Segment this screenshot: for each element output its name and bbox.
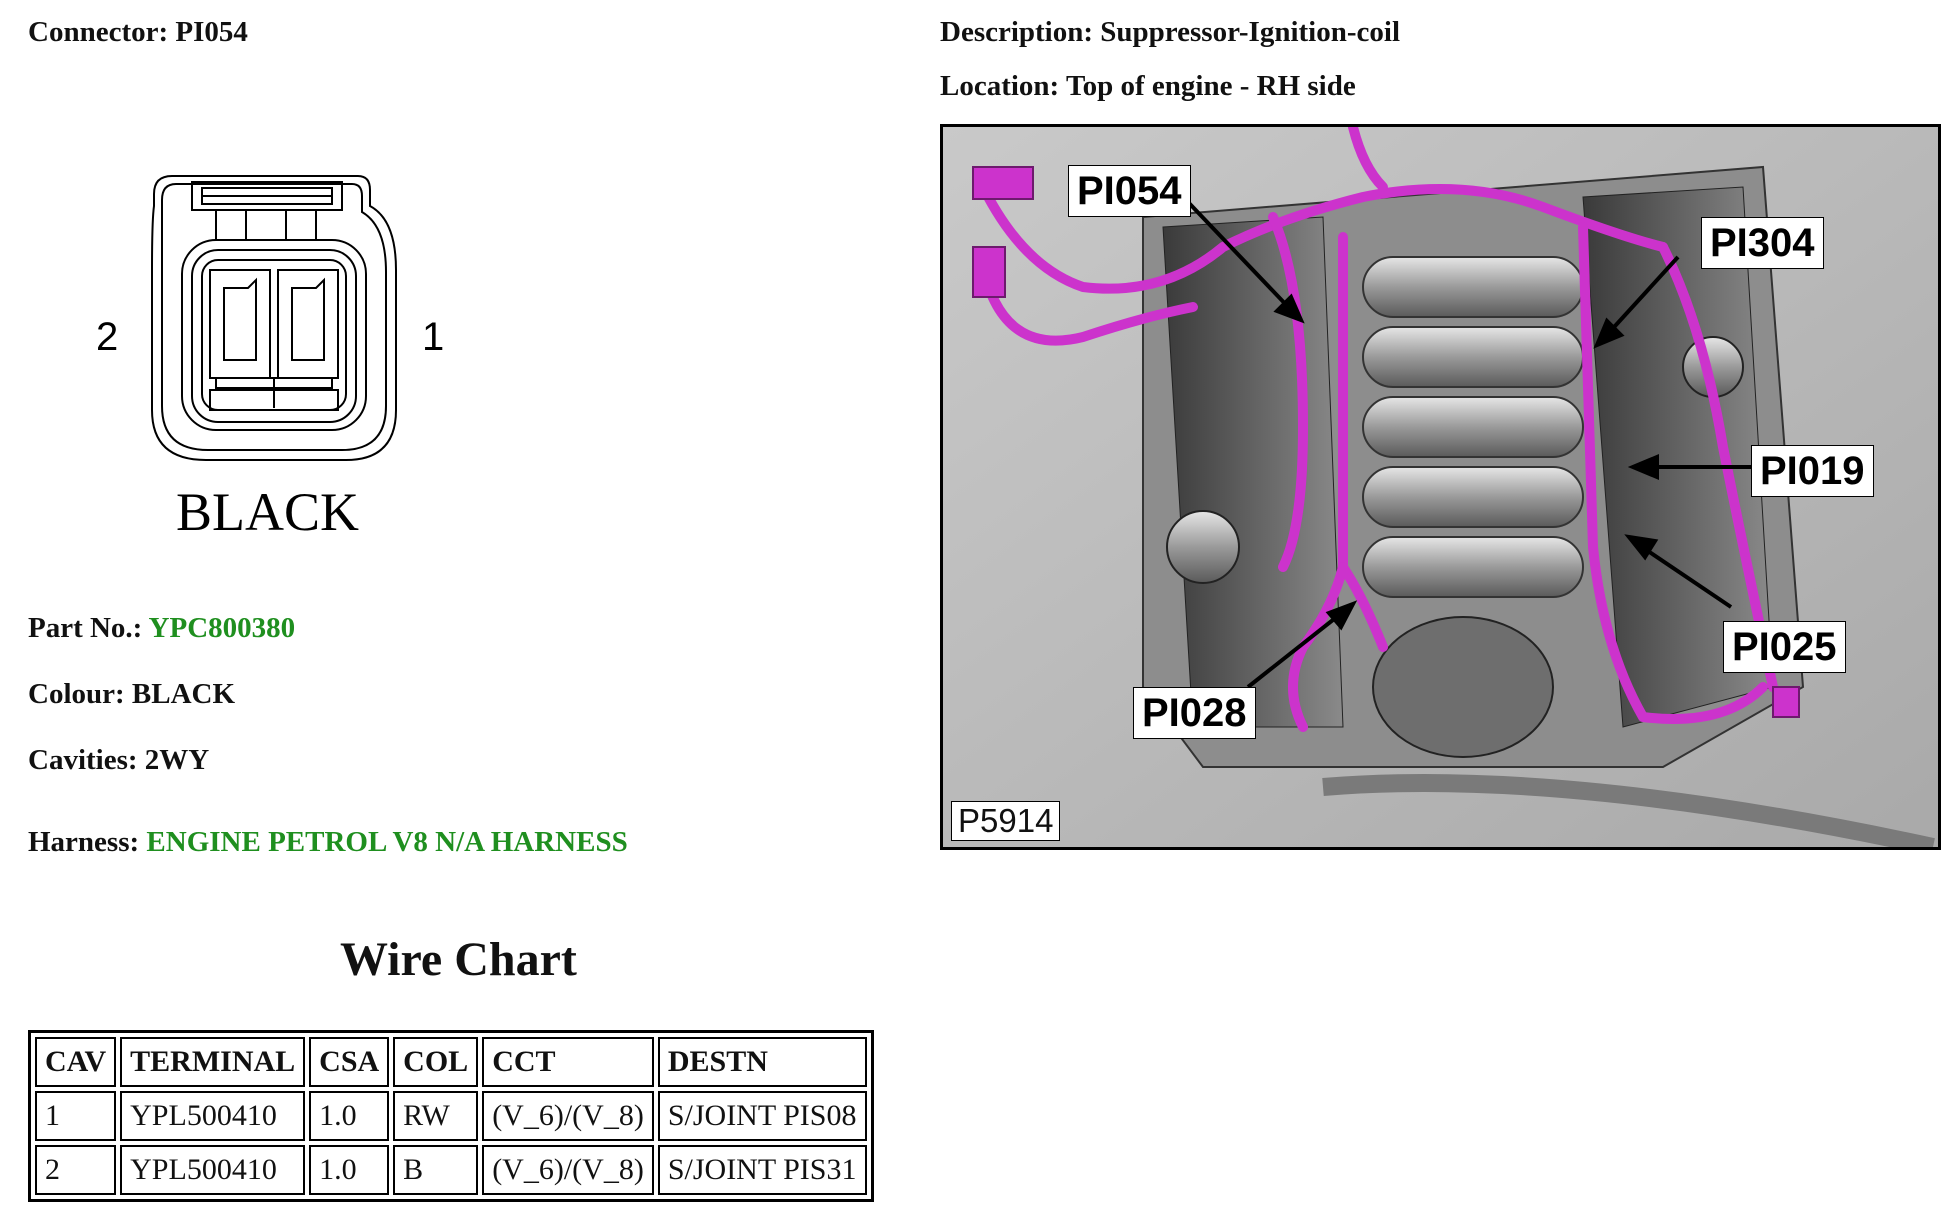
- table-cell: 1: [35, 1091, 117, 1141]
- engine-illustration: [943, 127, 1938, 847]
- column-header: TERMINAL: [120, 1037, 306, 1087]
- column-header: CCT: [482, 1037, 654, 1087]
- wire-chart-table: CAV TERMINAL CSA COL CCT DESTN 1 YPL5004…: [28, 1030, 874, 1202]
- cavities-value: 2WY: [144, 744, 210, 776]
- connector-face-diagram: 2 1 BLACK: [96, 175, 444, 542]
- table-cell: (V_6)/(V_8): [482, 1145, 654, 1195]
- location-value: Top of engine - RH side: [1065, 70, 1356, 102]
- table-cell: RW: [393, 1091, 479, 1141]
- table-cell: 2: [35, 1145, 117, 1195]
- cavities-row: Cavities: 2WY: [28, 744, 209, 777]
- callout-pi028: PI028: [1133, 687, 1256, 739]
- table-header-row: CAV TERMINAL CSA COL CCT DESTN: [35, 1037, 867, 1087]
- description-label: Description:: [940, 16, 1094, 48]
- table-cell: 1.0: [309, 1145, 390, 1195]
- table-cell: 1.0: [309, 1091, 390, 1141]
- callout-pi025: PI025: [1723, 621, 1846, 673]
- colour-row: Colour: BLACK: [28, 678, 235, 711]
- column-header: DESTN: [657, 1037, 867, 1087]
- table-cell: B: [393, 1145, 479, 1195]
- harness-row: Harness: ENGINE PETROL V8 N/A HARNESS: [28, 826, 628, 859]
- part-no-link[interactable]: YPC800380: [148, 612, 296, 644]
- photo-reference: P5914: [951, 801, 1061, 841]
- connector-label: Connector:: [28, 16, 169, 48]
- colour-value: BLACK: [131, 678, 236, 710]
- harness-label: Harness:: [28, 826, 140, 858]
- pin-2-label: 2: [96, 315, 118, 359]
- part-no-label: Part No.:: [28, 612, 143, 644]
- connector-value: PI054: [175, 16, 248, 48]
- table-row: 1 YPL500410 1.0 RW (V_6)/(V_8) S/JOINT P…: [35, 1091, 867, 1141]
- description-value: Suppressor-Ignition-coil: [1100, 16, 1400, 48]
- callout-pi019: PI019: [1751, 445, 1874, 497]
- location-heading: Location: Top of engine - RH side: [940, 70, 1356, 103]
- pin-1-label: 1: [422, 315, 444, 359]
- callout-pi054: PI054: [1068, 165, 1191, 217]
- table-cell: S/JOINT PIS31: [657, 1145, 867, 1195]
- table-row: 2 YPL500410 1.0 B (V_6)/(V_8) S/JOINT PI…: [35, 1145, 867, 1195]
- connector-heading: Connector: PI054: [28, 16, 248, 49]
- cavities-label: Cavities:: [28, 744, 138, 776]
- column-header: CSA: [309, 1037, 390, 1087]
- location-photo: PI054 PI304 PI019 PI025 PI028 P5914: [940, 124, 1941, 850]
- table-cell: (V_6)/(V_8): [482, 1091, 654, 1141]
- table-cell: S/JOINT PIS08: [657, 1091, 867, 1141]
- table-cell: YPL500410: [120, 1091, 306, 1141]
- column-header: COL: [393, 1037, 479, 1087]
- diagram-colour-label: BLACK: [176, 482, 359, 542]
- harness-link[interactable]: ENGINE PETROL V8 N/A HARNESS: [146, 826, 628, 858]
- column-header: CAV: [35, 1037, 117, 1087]
- part-no-row: Part No.: YPC800380: [28, 612, 295, 645]
- callout-pi304: PI304: [1701, 217, 1824, 269]
- location-label: Location:: [940, 70, 1060, 102]
- colour-label: Colour:: [28, 678, 125, 710]
- table-cell: YPL500410: [120, 1145, 306, 1195]
- wire-chart-title: Wire Chart: [340, 933, 577, 986]
- description-heading: Description: Suppressor-Ignition-coil: [940, 16, 1400, 49]
